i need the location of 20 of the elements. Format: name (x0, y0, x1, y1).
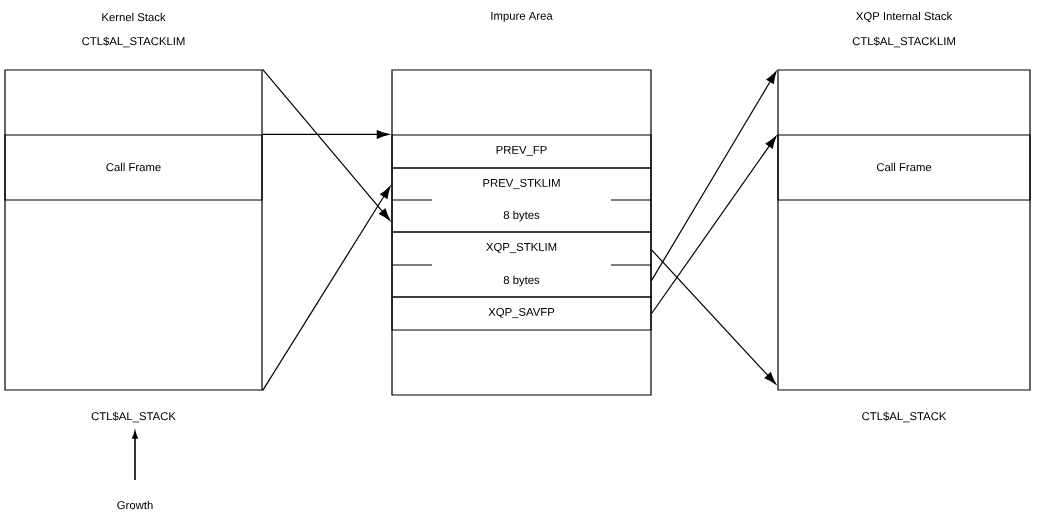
field-box: XQP_SAVFP (391, 296, 652, 331)
node-label: XQP Internal Stack (856, 11, 953, 23)
arrow (262, 130, 390, 139)
field-box: Call Frame (4, 134, 263, 201)
field-box: PREV_FP (391, 134, 652, 169)
node-label: CTL$AL_STACKLIM (852, 36, 955, 48)
arrow (262, 68, 391, 221)
node-label: CTL$AL_STACK (91, 411, 176, 423)
node-label: Impure Area (491, 11, 553, 23)
arrow (651, 136, 777, 315)
node-label: Kernel Stack (102, 12, 166, 22)
node-label: CTL$AL_STACK (862, 411, 947, 423)
field-box: XQP_STKLIM 8 bytes (391, 231, 652, 298)
arrow (651, 71, 777, 281)
arrow (651, 249, 777, 385)
node-label: CTL$AL_STACKLIM (82, 36, 185, 48)
arrow (262, 186, 391, 392)
growth-label: Growth (117, 500, 153, 510)
field-box: Call Frame (777, 134, 1031, 201)
field-box: PREV_STKLIM 8 bytes (391, 167, 652, 233)
